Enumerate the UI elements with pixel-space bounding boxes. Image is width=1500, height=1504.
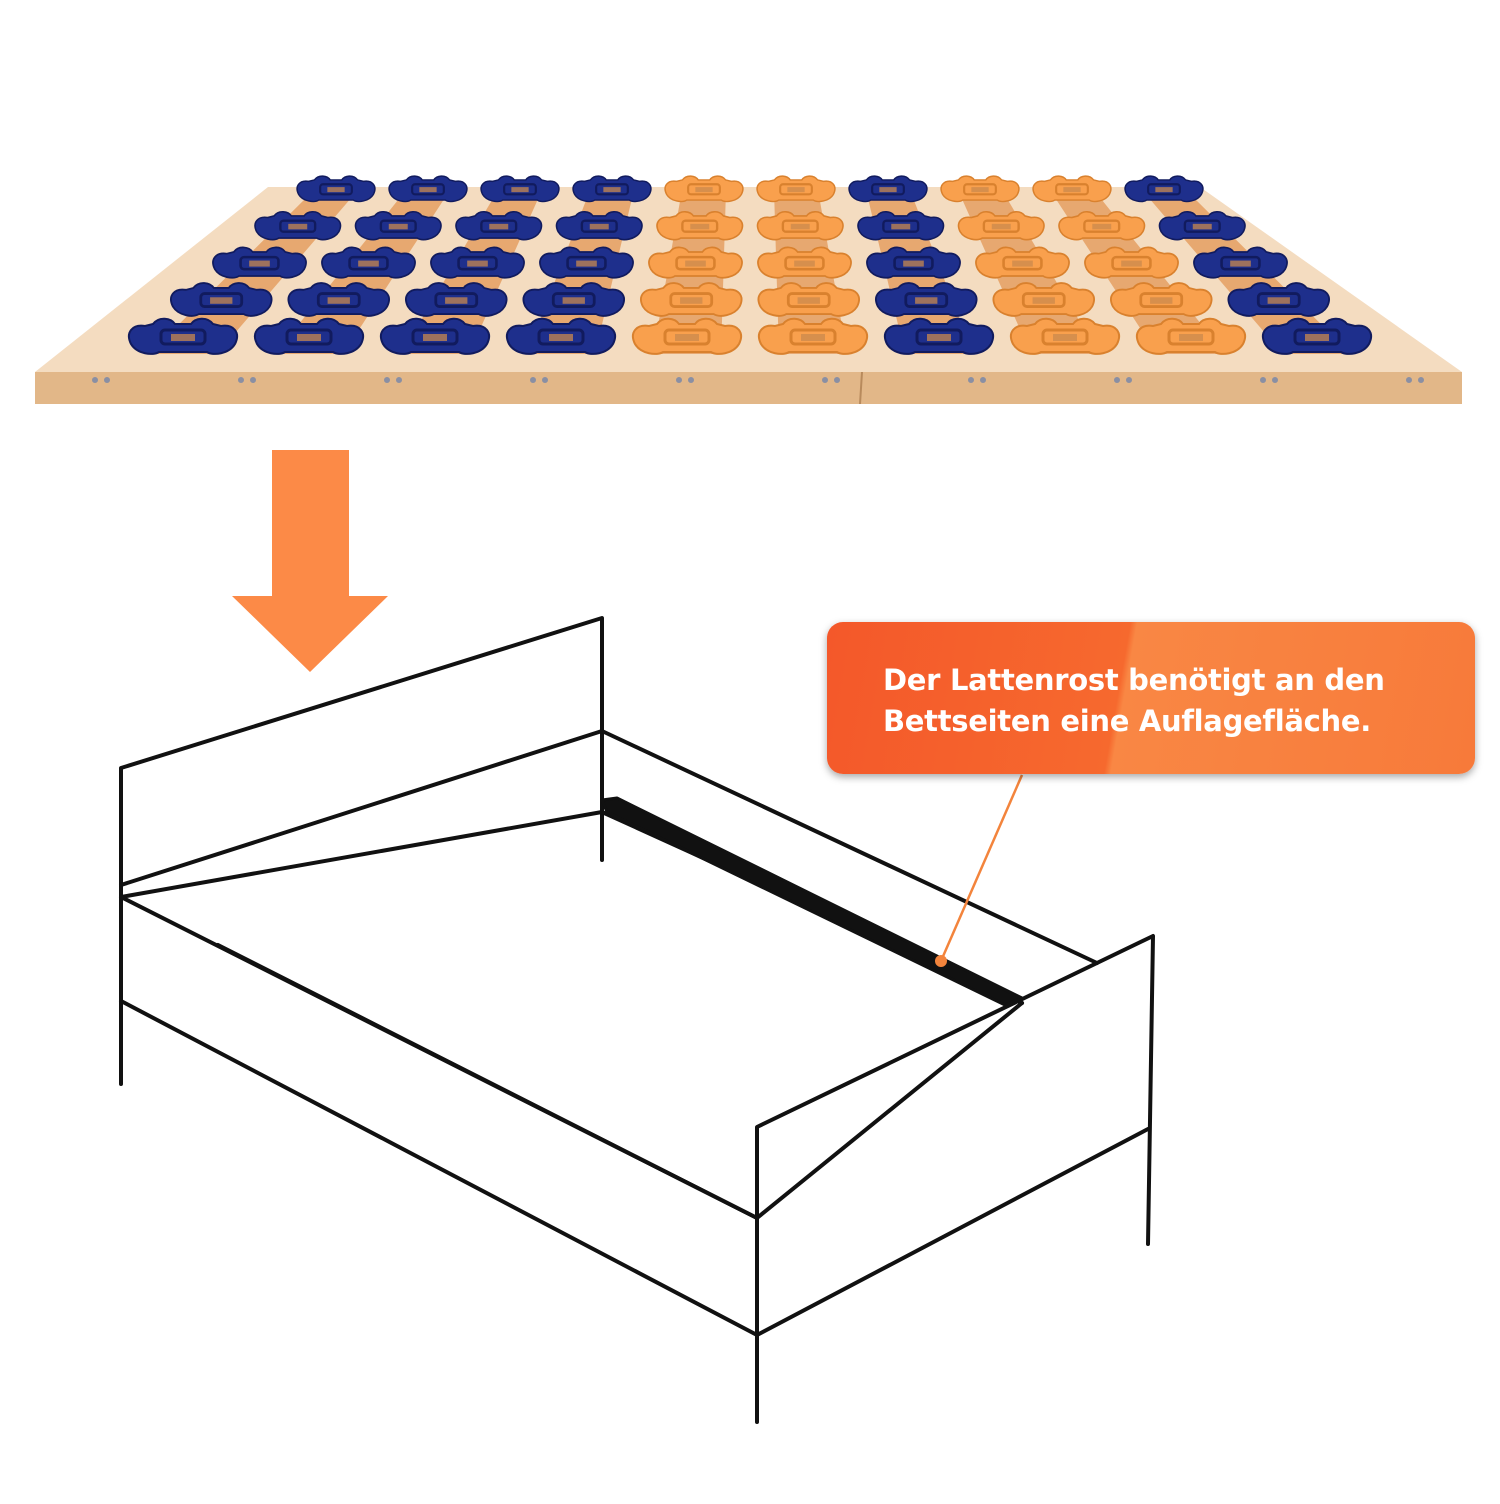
spring-module xyxy=(379,317,491,355)
spring-module xyxy=(555,211,643,241)
footboard-inner-edge xyxy=(755,1001,1024,1220)
screw xyxy=(92,377,98,383)
spring-module xyxy=(253,317,365,355)
screw xyxy=(1418,377,1424,383)
callout-text-line2: Bettseiten eine Auflagefläche. xyxy=(883,704,1371,738)
headboard xyxy=(119,616,604,1086)
screw xyxy=(688,377,694,383)
spring-module xyxy=(1158,211,1246,241)
spring-module xyxy=(1084,246,1179,279)
right-side-top xyxy=(600,729,1099,965)
spring-module xyxy=(1135,317,1247,355)
frame-screws xyxy=(92,377,1424,383)
spring-module xyxy=(640,282,743,317)
spring-modules xyxy=(127,175,1373,355)
spring-module xyxy=(572,175,652,203)
spring-module xyxy=(1009,317,1121,355)
spring-module xyxy=(848,175,928,203)
screw xyxy=(1126,377,1132,383)
spring-module xyxy=(648,246,743,279)
spring-module xyxy=(539,246,634,279)
spring-module xyxy=(388,175,468,203)
screw xyxy=(968,377,974,383)
spring-module xyxy=(321,246,416,279)
spring-module xyxy=(757,246,852,279)
screw xyxy=(1406,377,1412,383)
spring-module xyxy=(992,282,1095,317)
frame-front-board xyxy=(35,372,1462,404)
spring-module xyxy=(757,317,869,355)
screw xyxy=(104,377,110,383)
spring-module xyxy=(287,282,390,317)
screw xyxy=(542,377,548,383)
arrow-down-icon xyxy=(232,450,388,672)
spring-module xyxy=(127,317,239,355)
spring-module xyxy=(254,211,342,241)
left-inner-rail xyxy=(216,943,759,1220)
spring-module xyxy=(430,246,525,279)
screw xyxy=(1114,377,1120,383)
left-side-bottom xyxy=(119,999,759,1337)
spring-module xyxy=(1124,175,1204,203)
spring-module xyxy=(505,317,617,355)
callout-box: Der Lattenrost benötigt an den Bettseite… xyxy=(827,622,1475,774)
screw xyxy=(384,377,390,383)
slatted-frame xyxy=(35,175,1462,405)
spring-module xyxy=(354,211,442,241)
screw xyxy=(250,377,256,383)
bed-frame-drawing xyxy=(119,616,1155,1424)
spring-module xyxy=(866,246,961,279)
spring-module xyxy=(656,211,744,241)
headboard-lower-edge xyxy=(119,729,604,887)
screw xyxy=(676,377,682,383)
spring-module xyxy=(170,282,273,317)
screw xyxy=(834,377,840,383)
spring-module xyxy=(957,211,1045,241)
screw xyxy=(530,377,536,383)
support-ledge xyxy=(600,796,1024,1007)
callout-leader-dot xyxy=(935,955,947,967)
spring-module xyxy=(756,211,844,241)
spring-module xyxy=(756,175,836,203)
screw xyxy=(1260,377,1266,383)
spring-module xyxy=(631,317,743,355)
spring-module xyxy=(1032,175,1112,203)
spring-module xyxy=(883,317,995,355)
spring-module xyxy=(940,175,1020,203)
spring-module xyxy=(1058,211,1146,241)
spring-module xyxy=(1110,282,1213,317)
callout-text-line1: Der Lattenrost benötigt an den xyxy=(883,663,1385,697)
spring-module xyxy=(664,175,744,203)
headboard-inner-edge xyxy=(119,810,604,899)
spring-module xyxy=(1227,282,1330,317)
spring-module xyxy=(455,211,543,241)
spring-module xyxy=(857,211,945,241)
frame-joint xyxy=(859,371,863,405)
spring-module xyxy=(296,175,376,203)
spring-module xyxy=(975,246,1070,279)
screw xyxy=(238,377,244,383)
callout-leader-line xyxy=(939,774,1024,962)
screw xyxy=(1272,377,1278,383)
screw xyxy=(980,377,986,383)
screw xyxy=(822,377,828,383)
spring-module xyxy=(875,282,978,317)
spring-module xyxy=(480,175,560,203)
screw xyxy=(396,377,402,383)
spring-module xyxy=(1261,317,1373,355)
footboard-lower-edge xyxy=(755,1127,1150,1337)
spring-module xyxy=(405,282,508,317)
spring-module xyxy=(1193,246,1288,279)
spring-module xyxy=(522,282,625,317)
spring-module xyxy=(212,246,307,279)
footboard xyxy=(755,934,1155,1424)
spring-module xyxy=(757,282,860,317)
